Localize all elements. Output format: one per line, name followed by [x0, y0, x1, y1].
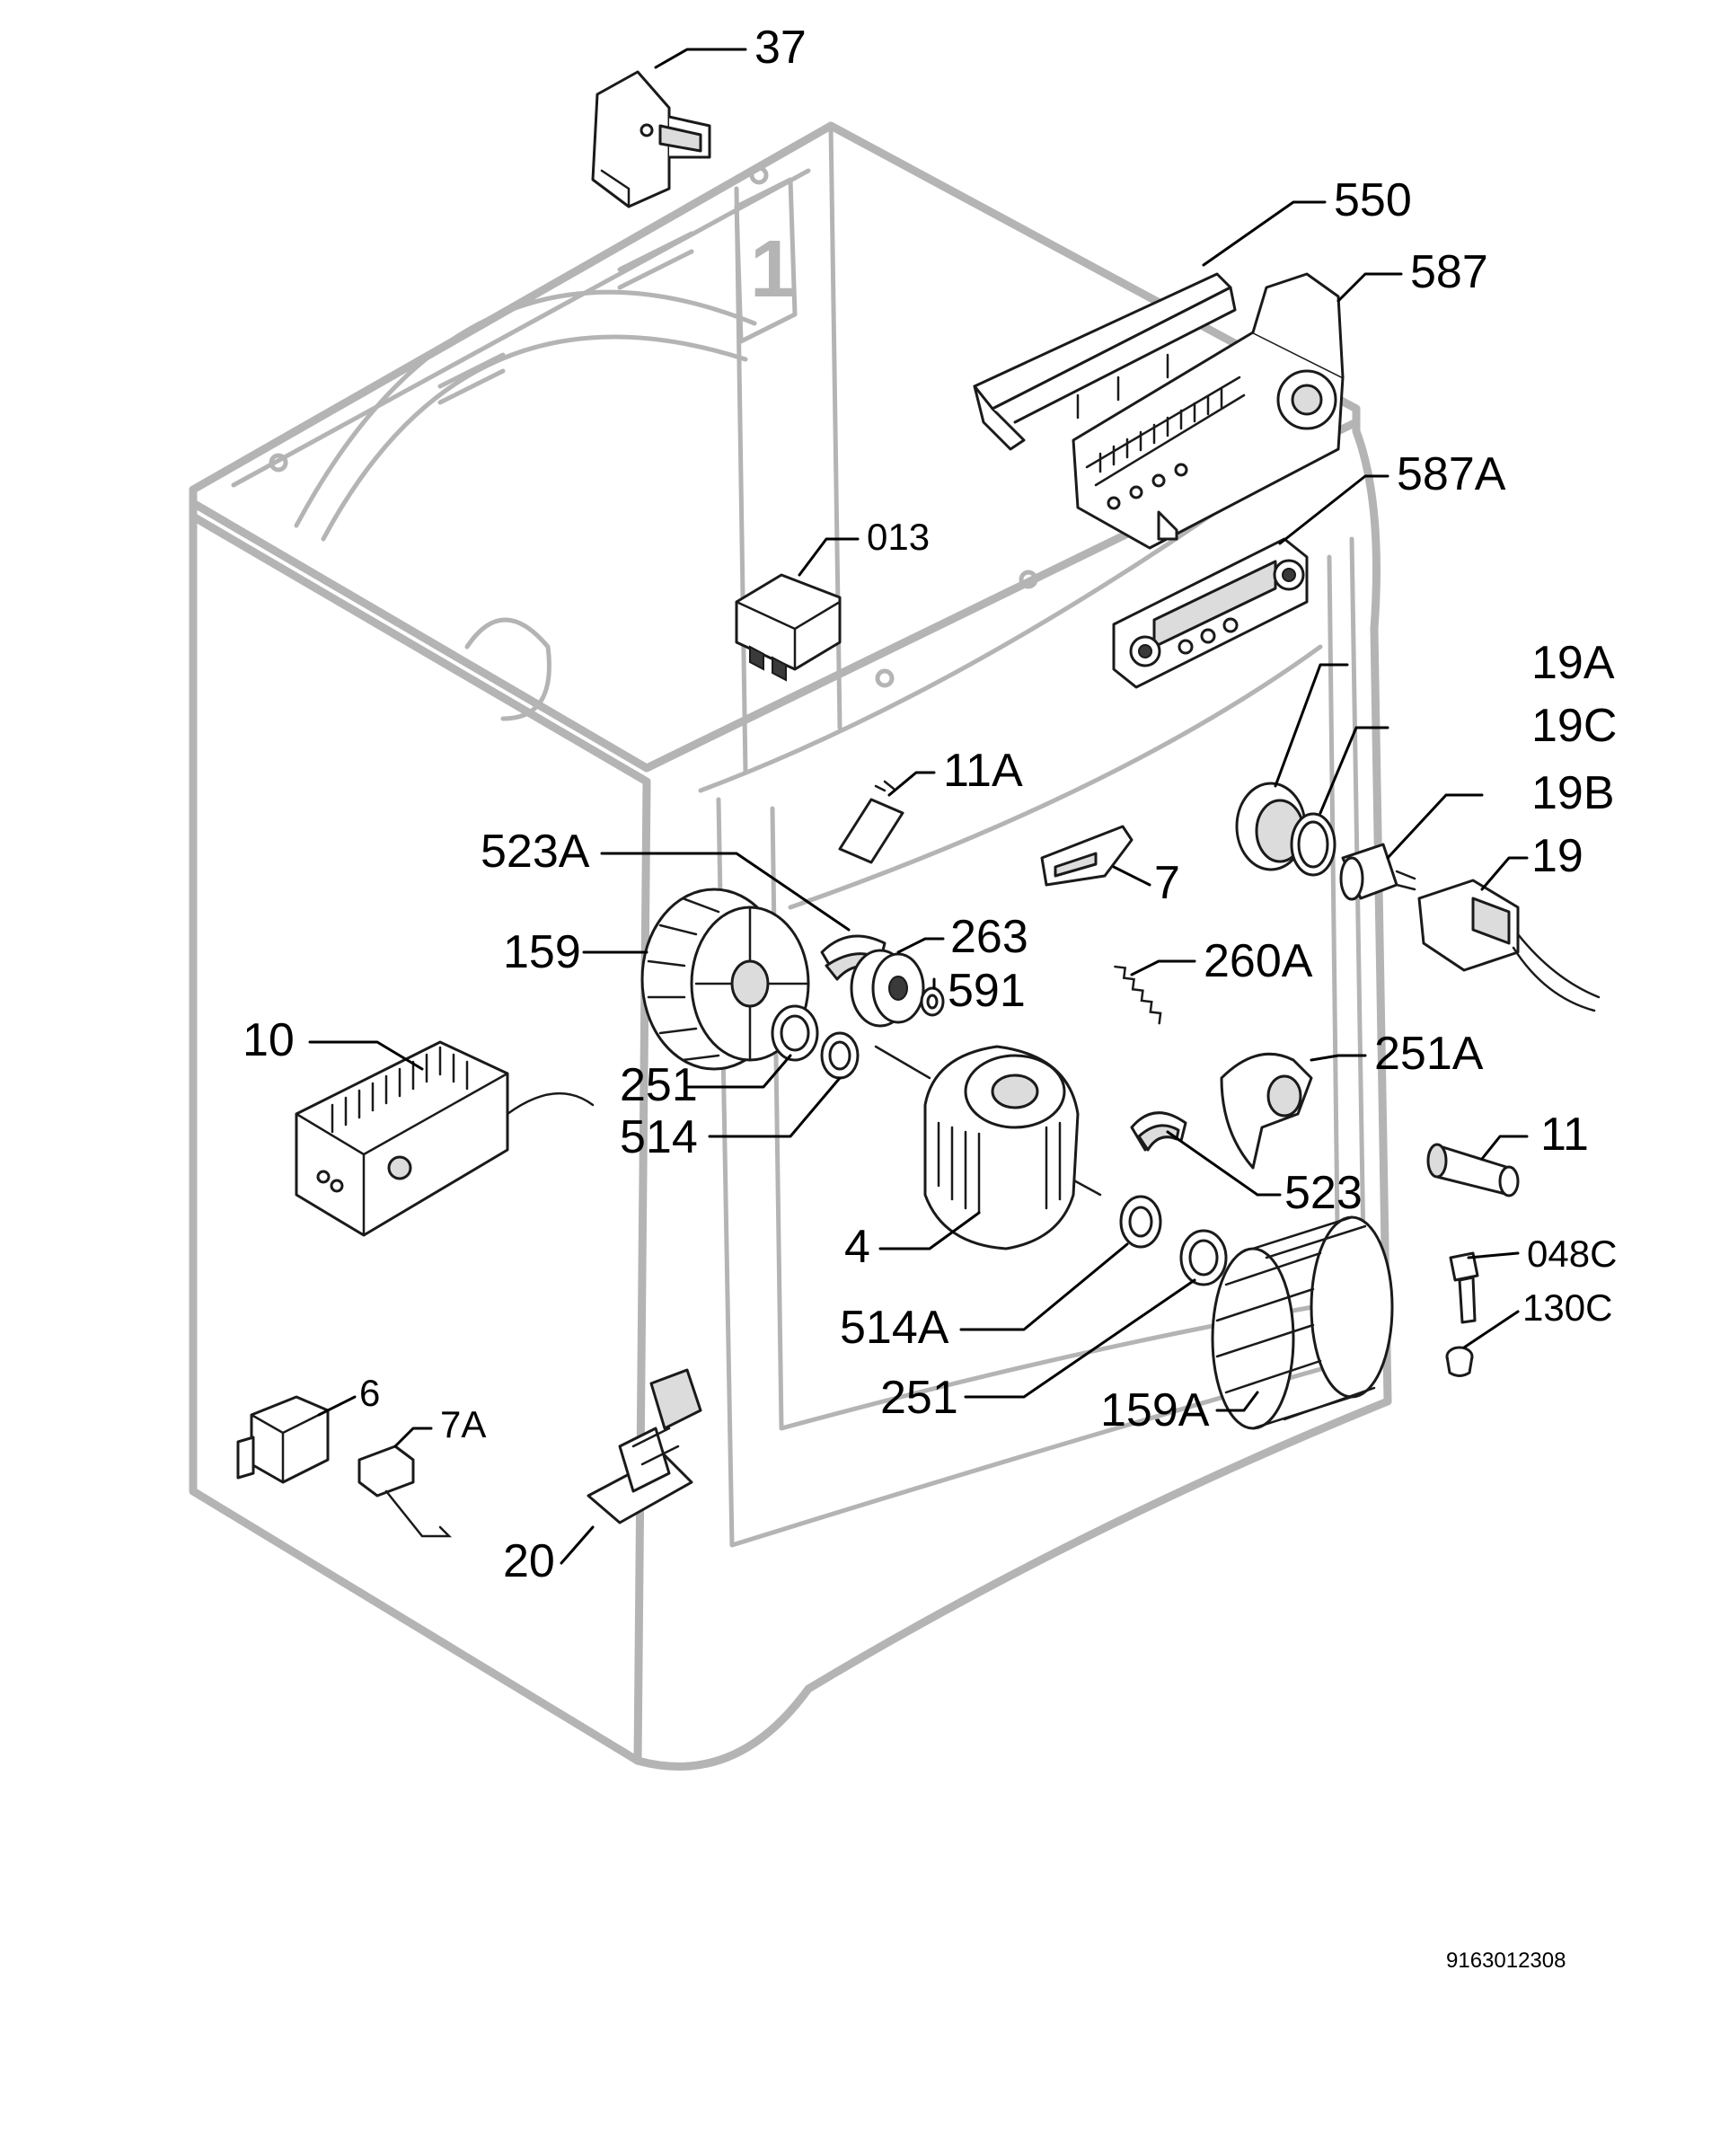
label-4: 4	[844, 1221, 870, 1273]
part-19-drawing	[1417, 879, 1601, 1012]
label-251-lower: 251	[880, 1372, 958, 1424]
label-263: 263	[950, 911, 1028, 963]
part-013-drawing	[735, 573, 842, 682]
part-19B-drawing	[1339, 843, 1416, 901]
label-587: 587	[1410, 246, 1488, 298]
part-7-drawing	[1040, 825, 1134, 887]
part-20-drawing	[587, 1368, 702, 1524]
leader-lines	[308, 48, 1529, 1565]
part-591-drawing	[920, 986, 945, 1017]
label-6: 6	[359, 1372, 380, 1414]
label-11A: 11A	[943, 745, 1023, 797]
part-19A-drawing	[1235, 782, 1307, 871]
label-159: 159	[503, 926, 581, 978]
part-4-drawing	[874, 1045, 1102, 1250]
label-159A: 159A	[1100, 1384, 1210, 1436]
part-7A-drawing	[357, 1445, 453, 1538]
part-048C-drawing	[1449, 1251, 1479, 1324]
label-591: 591	[948, 965, 1026, 1017]
part-587-drawing	[1072, 272, 1345, 550]
part-6-drawing	[236, 1395, 330, 1484]
cabinet-outline: 1	[189, 121, 1392, 1771]
part-159A-drawing	[1211, 1215, 1394, 1430]
part-260A-drawing	[1114, 965, 1162, 1025]
label-251A: 251A	[1374, 1028, 1484, 1080]
label-048C: 048C	[1527, 1233, 1617, 1275]
part-550-drawing	[973, 272, 1237, 451]
part-19C-drawing	[1290, 812, 1336, 877]
label-523A: 523A	[481, 826, 590, 878]
label-19C: 19C	[1531, 700, 1617, 752]
part-11A-drawing	[838, 780, 904, 864]
label-19B: 19B	[1531, 767, 1615, 819]
label-19: 19	[1531, 830, 1583, 882]
label-587A: 587A	[1397, 448, 1506, 500]
label-260A: 260A	[1204, 935, 1313, 987]
label-7A: 7A	[440, 1403, 486, 1445]
part-10-drawing	[295, 1040, 595, 1237]
part-263-drawing	[850, 949, 925, 1028]
cabinet-logo: 1	[750, 225, 795, 314]
label-013: 013	[867, 516, 930, 558]
part-514A-drawing	[1119, 1195, 1162, 1249]
label-10: 10	[243, 1014, 295, 1066]
part-labels: 37 550 587 587A 013 19A 19C 19B 19 11A 7…	[243, 22, 1617, 1587]
part-523A-drawing	[820, 934, 887, 981]
label-19A: 19A	[1531, 637, 1615, 689]
label-11: 11	[1540, 1109, 1589, 1161]
label-20: 20	[503, 1535, 555, 1587]
part-251-upper-drawing	[771, 1004, 819, 1062]
label-514: 514	[620, 1111, 698, 1163]
part-523-drawing	[1130, 1111, 1187, 1152]
label-130C: 130C	[1522, 1286, 1612, 1329]
document-number: 9163012308	[1446, 1948, 1566, 1973]
label-251-upper: 251	[620, 1059, 698, 1111]
label-514A: 514A	[840, 1302, 949, 1354]
part-11-drawing	[1426, 1143, 1520, 1197]
part-251A-drawing	[1220, 1052, 1313, 1170]
label-37: 37	[754, 22, 807, 74]
part-130C-drawing	[1445, 1346, 1474, 1377]
label-550: 550	[1334, 174, 1412, 226]
part-37-drawing	[591, 70, 711, 208]
label-7: 7	[1154, 857, 1180, 909]
label-523: 523	[1284, 1167, 1363, 1219]
part-251-lower-drawing	[1179, 1229, 1228, 1286]
part-514-drawing	[820, 1031, 860, 1080]
